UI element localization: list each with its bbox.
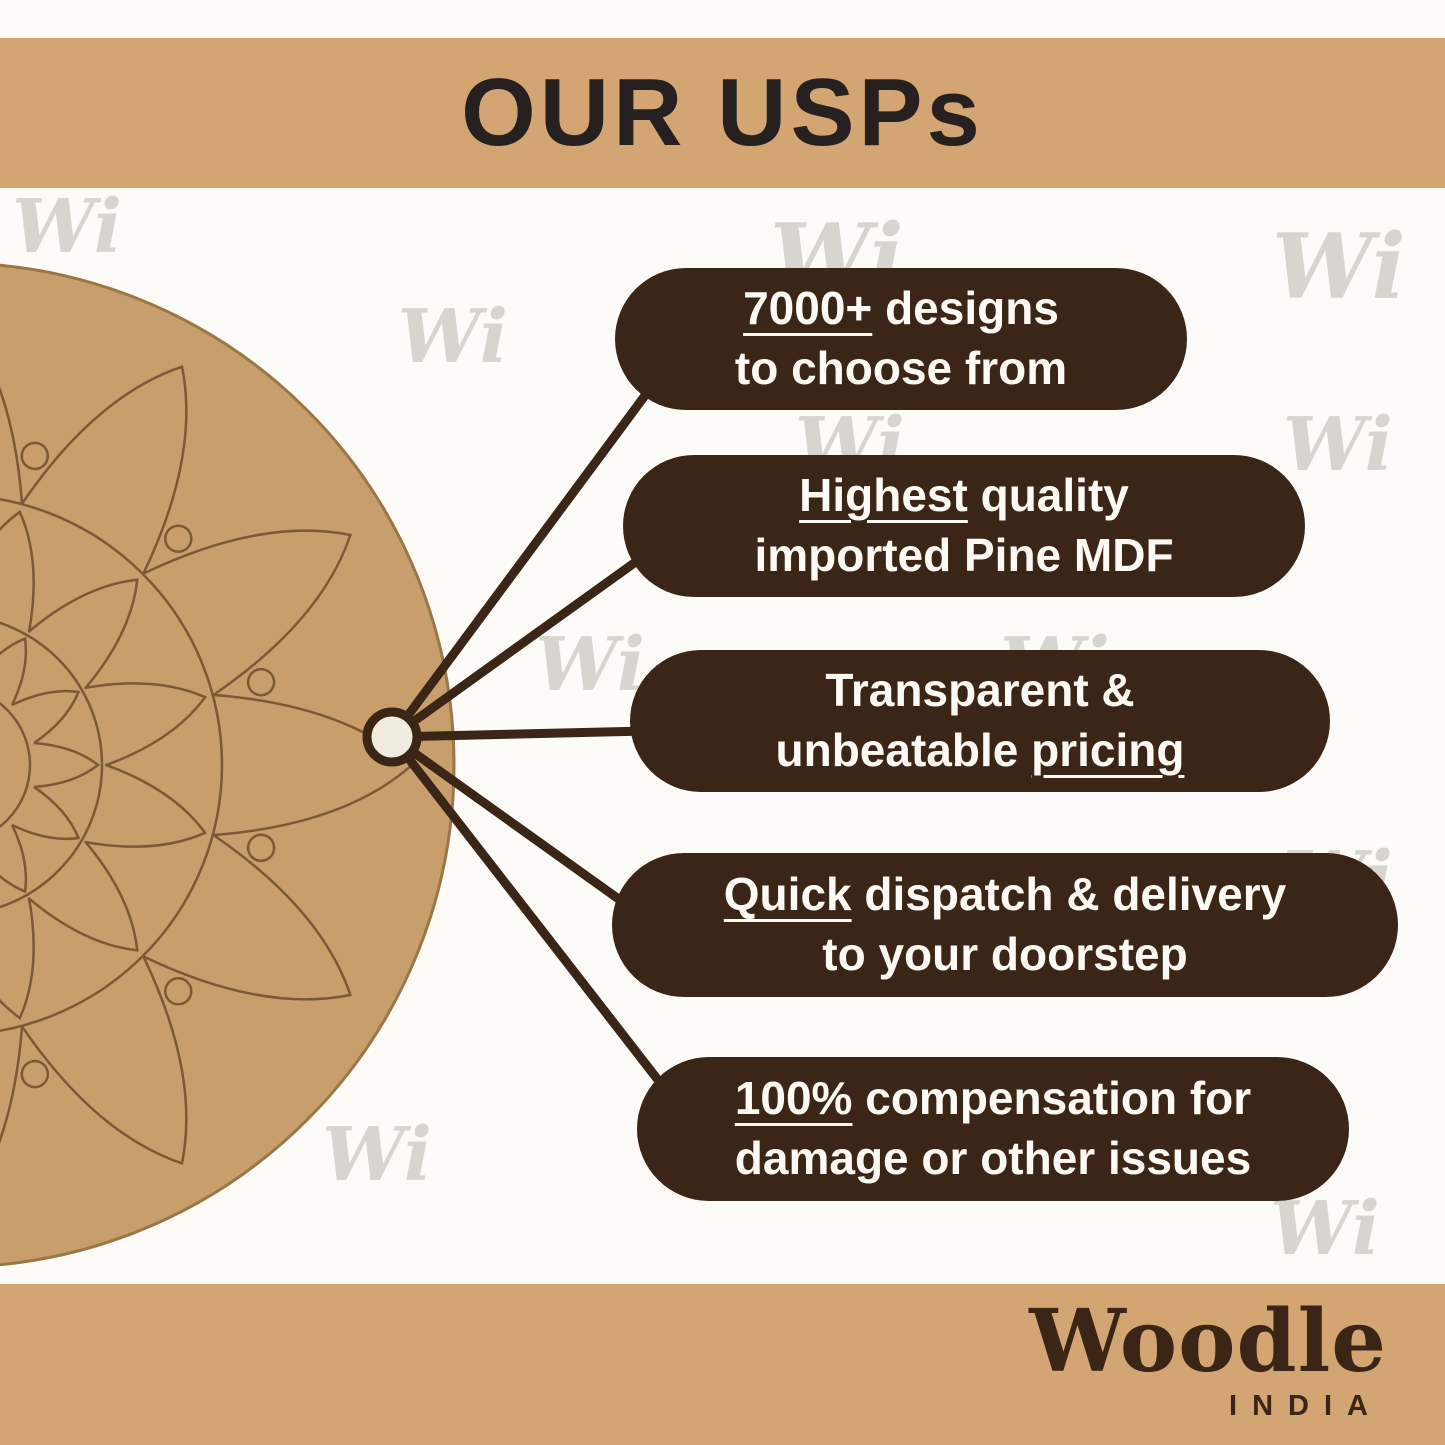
page-title: OUR USPs [461, 59, 984, 166]
brand-watermark: Wi [1272, 214, 1406, 320]
usp-emphasis: pricing [1031, 724, 1185, 776]
brand-watermark: Wi [535, 622, 645, 708]
brand-watermark: Wi [1270, 1186, 1380, 1272]
usp-line: Transparent & [825, 661, 1134, 721]
connector-lines [387, 377, 677, 1103]
usp-pill-pricing: Transparent & unbeatable pricing [630, 650, 1330, 792]
usp-line: 100% compensation for [735, 1069, 1251, 1129]
brand-logo: Woodle INDIA [1029, 1294, 1387, 1423]
usp-text: to choose from [734, 342, 1068, 394]
usp-pill-compensation: 100% compensation for damage or other is… [637, 1057, 1349, 1201]
brand-watermark: Wi [1283, 402, 1393, 488]
usp-line: Quick dispatch & delivery [724, 865, 1286, 925]
usp-pill-dispatch: Quick dispatch & delivery to your doorst… [612, 853, 1398, 997]
header-banner: OUR USPs [0, 38, 1445, 188]
footer-banner: Woodle INDIA [0, 1284, 1445, 1445]
brand-watermark: Wi [322, 1112, 432, 1198]
usp-line: to choose from [735, 339, 1067, 399]
brand-name: Woodle [1029, 1291, 1387, 1392]
usp-pill-quality: Highest quality imported Pine MDF [623, 455, 1305, 597]
usp-text: Transparent & [825, 664, 1135, 717]
usp-text: designs [872, 282, 1059, 335]
usp-text: compensation for [852, 1072, 1252, 1125]
mandala-engraving [0, 303, 414, 1227]
usp-line: to your doorstep [822, 925, 1187, 985]
usp-line: Highest quality [799, 466, 1129, 526]
usp-text: dispatch & delivery [851, 868, 1287, 921]
usp-pill-designs: 7000+ designs to choose from [615, 268, 1187, 410]
usp-text: quality [967, 469, 1129, 522]
usp-text: to your doorstep [822, 928, 1188, 980]
brand-watermark: Wi [12, 184, 122, 270]
usp-text: unbeatable [775, 724, 1032, 776]
usp-text: imported Pine MDF [754, 529, 1174, 581]
usp-emphasis: Quick [723, 868, 852, 921]
usp-line: 7000+ designs [743, 279, 1059, 339]
brand-watermark: Wi [398, 294, 508, 380]
usp-emphasis: Highest [799, 469, 968, 522]
usp-line: imported Pine MDF [754, 526, 1173, 586]
usp-emphasis: 7000+ [743, 282, 873, 335]
mdf-disc [0, 263, 456, 1267]
brand-country: INDIA [1229, 1390, 1383, 1422]
usp-emphasis: 100% [734, 1072, 853, 1125]
hub-dot [362, 707, 422, 767]
usp-line: unbeatable pricing [776, 721, 1185, 781]
usp-text: damage or other issues [734, 1132, 1252, 1184]
usp-line: damage or other issues [735, 1129, 1251, 1189]
